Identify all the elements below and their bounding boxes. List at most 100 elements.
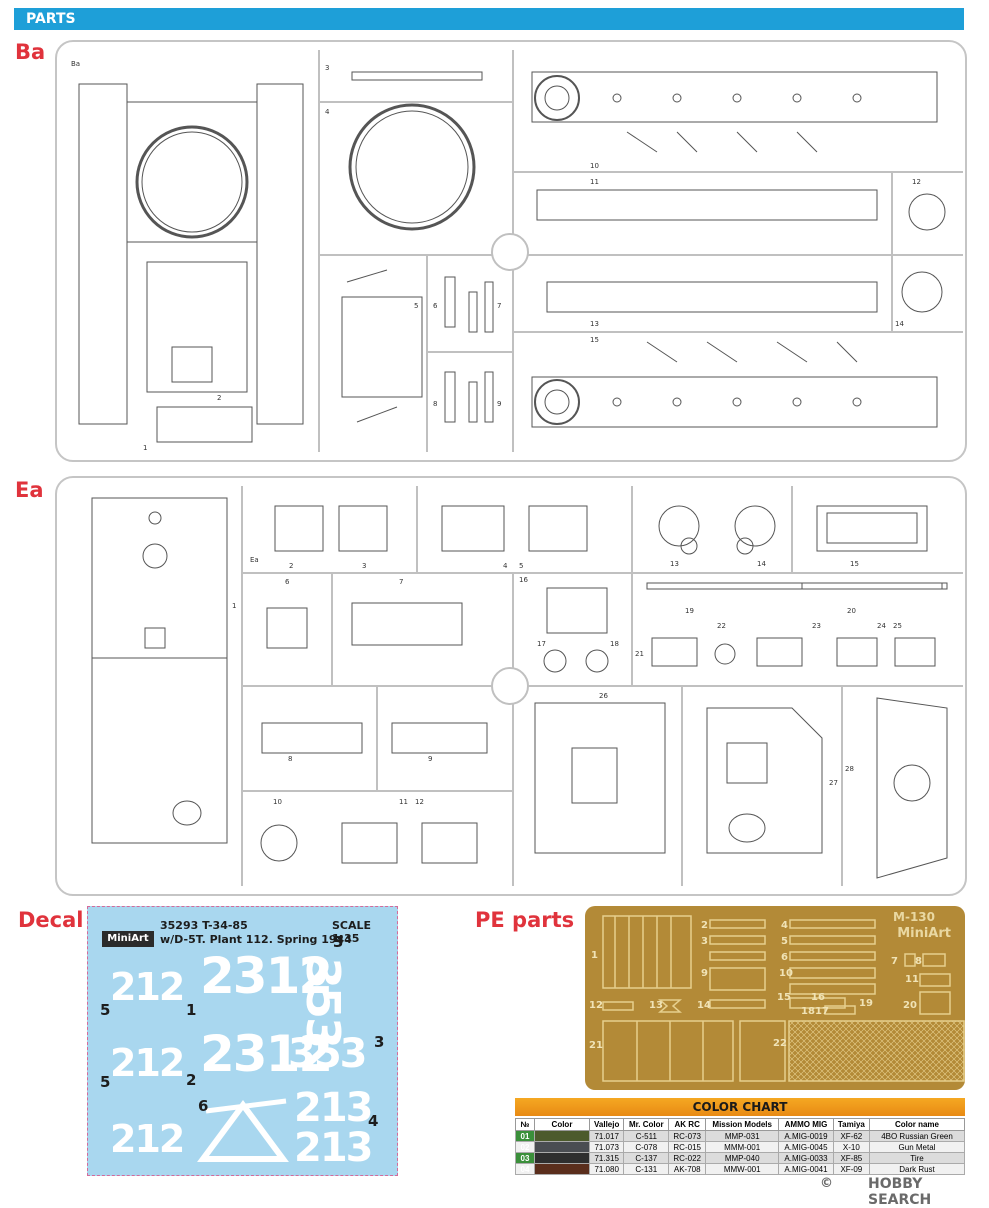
ba-part-8: 8 bbox=[433, 400, 437, 408]
row-mission: MMP-040 bbox=[705, 1152, 780, 1164]
ea-part-2: 2 bbox=[289, 562, 293, 570]
pe-num: 6 bbox=[781, 952, 788, 963]
pe-num: 21 bbox=[589, 1040, 603, 1051]
pe-num: 9 bbox=[701, 968, 708, 979]
ea-part-8: 8 bbox=[288, 755, 292, 763]
decal-marking: 212 bbox=[110, 1041, 185, 1085]
pe-num: 1 bbox=[591, 950, 598, 961]
col-name: Color name bbox=[869, 1118, 965, 1131]
col-ammo: AMMO MIG bbox=[778, 1118, 834, 1131]
decal-num: 3 bbox=[374, 1033, 385, 1051]
ea-part-24: 24 bbox=[877, 622, 886, 630]
ea-part-23: 23 bbox=[812, 622, 821, 630]
ba-part-12: 12 bbox=[912, 178, 921, 186]
color-chart-row: 02 71.073 C-078 RC-015 MMM-001 A.MIG-004… bbox=[515, 1141, 965, 1153]
ba-part-14: 14 bbox=[895, 320, 904, 328]
ea-part-7: 7 bbox=[399, 578, 403, 586]
ba-part-5: 5 bbox=[414, 302, 418, 310]
pe-num: 17 bbox=[815, 1006, 829, 1017]
col-vallejo: Vallejo bbox=[588, 1118, 625, 1131]
pe-num: 8 bbox=[915, 956, 922, 967]
row-akrc: RC-073 bbox=[668, 1130, 707, 1142]
sprue-ba-label: Ba bbox=[15, 40, 46, 64]
color-swatch bbox=[534, 1130, 590, 1142]
row-no: 04 bbox=[515, 1163, 535, 1175]
row-vallejo: 71.315 bbox=[588, 1152, 625, 1164]
sprue-ba-tag: Ba bbox=[71, 60, 80, 68]
pe-num: 7 bbox=[891, 956, 898, 967]
row-akrc: RC-015 bbox=[668, 1141, 707, 1153]
decal-marking: 212 bbox=[110, 965, 185, 1009]
decal-num: 3 bbox=[333, 933, 344, 951]
ba-part-2: 2 bbox=[217, 394, 221, 402]
ba-part-1: 1 bbox=[143, 444, 147, 452]
pe-num: 3 bbox=[701, 936, 708, 947]
decal-num: 5 bbox=[100, 1073, 111, 1091]
sprue-ba-drawing: Ba 1 2 3 4 5 6 7 8 9 10 11 12 13 14 15 bbox=[71, 50, 963, 452]
row-mrcolor: C-137 bbox=[623, 1152, 670, 1164]
row-no: 03 bbox=[515, 1152, 535, 1164]
ba-part-4: 4 bbox=[325, 108, 330, 116]
ba-part-9: 9 bbox=[497, 400, 501, 408]
watermark-copyright: © bbox=[820, 1176, 833, 1191]
col-mission: Mission Models bbox=[705, 1118, 780, 1131]
row-akrc: AK-708 bbox=[668, 1163, 707, 1175]
pe-fret: M-130 MiniArt 1 2 3 4 bbox=[585, 906, 965, 1090]
decal-num: 4 bbox=[368, 1112, 379, 1130]
ea-part-4: 4 bbox=[503, 562, 508, 570]
row-tamiya: X-10 bbox=[832, 1141, 871, 1153]
pe-num: 15 bbox=[777, 992, 791, 1003]
color-chart-header-row: № Color Vallejo Mr. Color AK RC Mission … bbox=[515, 1118, 965, 1131]
color-swatch bbox=[534, 1163, 590, 1175]
decal-marking: 2312 bbox=[200, 1025, 333, 1083]
ea-part-13: 13 bbox=[670, 560, 679, 568]
row-ammo: A.MIG-0045 bbox=[778, 1141, 834, 1153]
ba-part-10: 10 bbox=[590, 162, 599, 170]
ea-part-22: 22 bbox=[717, 622, 726, 630]
ba-part-13: 13 bbox=[590, 320, 599, 328]
decal-sheet: MiniArt 35293 T-34-85 w/D-5T. Plant 112.… bbox=[87, 906, 398, 1176]
row-mrcolor: C-511 bbox=[623, 1130, 670, 1142]
pe-num: 12 bbox=[589, 1000, 603, 1011]
ea-part-6: 6 bbox=[285, 578, 290, 586]
row-name: Tire bbox=[869, 1152, 965, 1164]
decal-marking: 213 bbox=[294, 1125, 373, 1171]
row-mission: MMP-031 bbox=[705, 1130, 780, 1142]
ea-part-27: 27 bbox=[829, 779, 838, 787]
pe-num: 16 bbox=[811, 992, 825, 1003]
ea-part-18: 18 bbox=[610, 640, 619, 648]
pe-num: 20 bbox=[903, 1000, 917, 1011]
row-vallejo: 71.080 bbox=[588, 1163, 625, 1175]
decal-code-title: 35293 T-34-85 bbox=[160, 919, 248, 932]
decal-triangle bbox=[197, 1098, 289, 1162]
pe-brand: MiniArt bbox=[897, 926, 951, 941]
ea-part-9: 9 bbox=[428, 755, 432, 763]
color-chart-table: № Color Vallejo Mr. Color AK RC Mission … bbox=[515, 1118, 965, 1175]
decal-num: 2 bbox=[186, 1071, 197, 1089]
row-mrcolor: C-131 bbox=[623, 1163, 670, 1175]
decal-marking: 353 bbox=[288, 1031, 367, 1077]
ea-part-16: 16 bbox=[519, 576, 528, 584]
ea-part-14: 14 bbox=[757, 560, 766, 568]
pe-num: 10 bbox=[779, 968, 793, 979]
ea-part-21: 21 bbox=[635, 650, 644, 658]
ea-part-20: 20 bbox=[847, 607, 856, 615]
pe-code: M-130 bbox=[893, 910, 935, 924]
row-ammo: A.MIG-0041 bbox=[778, 1163, 834, 1175]
col-akrc: AK RC bbox=[668, 1118, 707, 1131]
row-name: Dark Rust bbox=[869, 1163, 965, 1175]
pe-num: 5 bbox=[781, 936, 788, 947]
ba-part-11: 11 bbox=[590, 178, 599, 186]
row-ammo: A.MIG-0033 bbox=[778, 1152, 834, 1164]
sprue-ea-drawing: Ea 1 2 3 4 5 6 7 8 9 10 11 12 13 14 15 1… bbox=[91, 486, 963, 886]
ba-part-6: 6 bbox=[433, 302, 438, 310]
col-no: № bbox=[515, 1118, 535, 1131]
decal-marking: 2312 bbox=[200, 947, 333, 1005]
ea-part-19: 19 bbox=[685, 607, 694, 615]
col-color: Color bbox=[534, 1118, 590, 1131]
pe-num: 14 bbox=[697, 1000, 711, 1011]
color-swatch bbox=[534, 1141, 590, 1153]
row-tamiya: XF-62 bbox=[832, 1130, 871, 1142]
decal-num: 6 bbox=[198, 1097, 209, 1115]
color-swatch bbox=[534, 1152, 590, 1164]
